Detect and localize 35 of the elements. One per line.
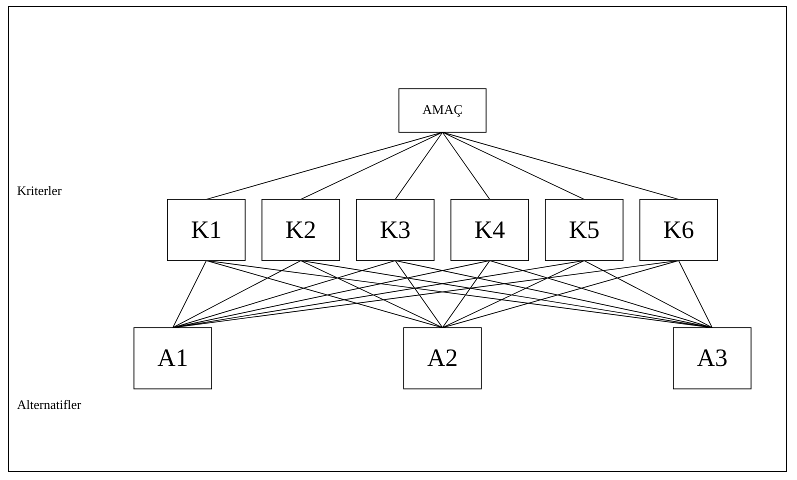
connector: [442, 260, 680, 328]
node-box: [134, 327, 212, 390]
node-box: [450, 199, 529, 262]
connector: [442, 260, 585, 328]
connector: [442, 132, 585, 200]
hierarchy-diagram: AMAÇ K1 K2 K3 K4 K5 K6 A1 A2 A3: [99, 82, 786, 396]
level-label: Kriterler: [17, 183, 62, 200]
node-box: [398, 88, 487, 133]
connector: [300, 260, 443, 328]
node-box: [672, 327, 752, 390]
connector: [442, 132, 490, 200]
connector: [394, 260, 713, 328]
connector: [394, 260, 443, 328]
node-box: [262, 199, 340, 262]
connector: [394, 132, 443, 200]
connector: [172, 260, 585, 328]
connector: [172, 260, 207, 328]
node-box: [639, 199, 718, 262]
connector: [489, 260, 713, 328]
level-label: Alternatifler: [17, 396, 82, 413]
connector: [442, 260, 490, 328]
connector: [206, 260, 443, 328]
connector: [172, 260, 302, 328]
connector: [300, 260, 713, 328]
connector: [206, 132, 443, 200]
connector: [678, 260, 713, 328]
connector: [584, 260, 713, 328]
node-box: [356, 199, 435, 262]
node-box: [167, 199, 246, 262]
node-box: [544, 199, 624, 262]
connector: [300, 132, 443, 200]
connector: [172, 260, 490, 328]
connector: [172, 260, 396, 328]
node-box: [403, 327, 482, 390]
connector: [442, 132, 680, 200]
